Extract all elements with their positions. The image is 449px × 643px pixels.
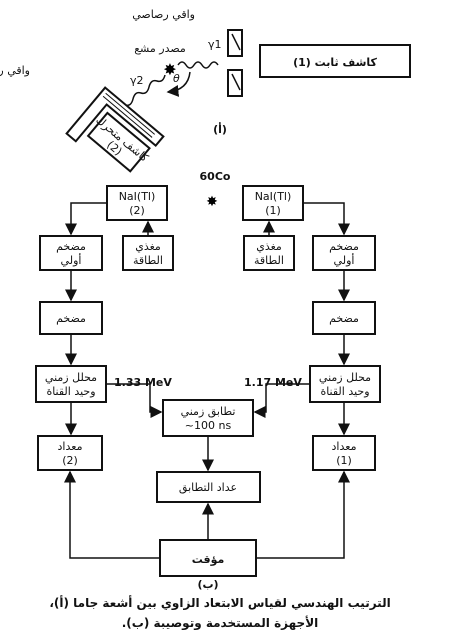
source-label: مصدر مشع bbox=[134, 42, 186, 55]
gamma2-wave bbox=[124, 74, 166, 107]
fixed-detector-label: كاشف ثابت (1) bbox=[293, 56, 377, 69]
theta-arc bbox=[166, 71, 191, 97]
counter-1 bbox=[312, 435, 376, 471]
collimator-bottom bbox=[227, 69, 243, 97]
counter-2-number: (2) bbox=[62, 454, 78, 467]
nai-detector-1-number: (1) bbox=[265, 204, 281, 217]
amplifier-1 bbox=[312, 301, 376, 335]
coincidence-window: ~100 ns bbox=[185, 419, 232, 432]
gamma2-label: γ2 bbox=[130, 74, 144, 87]
amplifier-1-label: مضخم bbox=[329, 312, 359, 325]
sca-2-label: محلل زمني bbox=[45, 371, 97, 384]
sca-2-label-2: وحيد القناة bbox=[46, 385, 95, 398]
gamma1-label: γ1 bbox=[208, 38, 222, 51]
coincidence-counter bbox=[156, 471, 261, 503]
moving-detector bbox=[86, 111, 151, 173]
part-b-label: (ب) bbox=[197, 578, 218, 591]
gamma1-wave bbox=[177, 61, 219, 69]
part-a-label: (أ) bbox=[213, 122, 227, 136]
caption-line-2: الأجهزة المستخدمة وتوصيبة (ب). bbox=[121, 616, 319, 630]
moving-shield bbox=[65, 86, 165, 148]
power-supply-1-label: مغذي bbox=[256, 240, 282, 253]
preamplifier-1-label-2: أولي bbox=[334, 253, 355, 267]
sca-1 bbox=[309, 365, 381, 403]
coincidence-label: تطابق زمني bbox=[181, 405, 236, 419]
nai-detector-2-label: NaI(Tl) bbox=[119, 190, 156, 203]
energy-right-label: 1.17 MeV bbox=[244, 376, 302, 389]
counter-1-label: معداد bbox=[332, 440, 357, 453]
block-diagram: 60Co ✸ NaI(Tl) (2) NaI(Tl) (1) مضخم أولي… bbox=[35, 170, 381, 591]
coincidence-unit bbox=[162, 399, 254, 437]
nai-detector-1 bbox=[242, 185, 304, 221]
preamplifier-1-label: مضخم bbox=[329, 240, 359, 253]
nai-detector-1-label: NaI(Tl) bbox=[255, 190, 292, 203]
sca-1-label: محلل زمني bbox=[319, 371, 371, 384]
cobalt-source-icon: ✸ bbox=[206, 194, 218, 210]
counter-2 bbox=[37, 435, 103, 471]
moving-detector-assembly: كاشف متحرك (2) bbox=[65, 86, 165, 173]
signal-arrows bbox=[64, 202, 350, 559]
preamplifier-2-label-2: أولي bbox=[61, 253, 82, 267]
counter-2-label: معداد bbox=[58, 440, 83, 453]
nai-detector-2-number: (2) bbox=[129, 204, 145, 217]
preamplifier-2-label: مضخم bbox=[56, 240, 86, 253]
amplifier-2-label: مضخم bbox=[56, 312, 86, 325]
energy-left-label: 1.33 MeV bbox=[114, 376, 172, 389]
power-supply-2-label-2: الطاقة bbox=[133, 254, 163, 267]
lead-shield-top-label: واقي رصاصي bbox=[132, 8, 195, 21]
lead-shield-left-label: واقي رصاصي bbox=[0, 64, 30, 77]
timer-label: مؤقت bbox=[192, 553, 225, 566]
collimator-top bbox=[227, 29, 243, 57]
setup-geometry: واقي رصاصي كاشف ثابت (1) ✸ مصدر مشع γ1 γ… bbox=[0, 8, 411, 173]
power-supply-2-label: مغذي bbox=[135, 240, 161, 253]
nai-detector-2 bbox=[106, 185, 168, 221]
fixed-detector bbox=[259, 44, 411, 78]
theta-label: θ bbox=[173, 72, 180, 85]
power-supply-1-label-2: الطاقة bbox=[254, 254, 284, 267]
counter-1-number: (1) bbox=[336, 454, 352, 467]
preamplifier-1 bbox=[312, 235, 376, 271]
preamplifier-2 bbox=[39, 235, 103, 271]
power-supply-2 bbox=[122, 235, 174, 271]
sca-1-label-2: وحيد القناة bbox=[320, 385, 369, 398]
coincidence-counter-label: عداد التطابق bbox=[179, 481, 237, 495]
caption-line-1: الترتيب الهندسي لقياس الابتعاد الزاوي بي… bbox=[49, 596, 391, 610]
source-star-icon: ✸ bbox=[163, 60, 176, 79]
source-isotope-label: 60Co bbox=[200, 170, 231, 183]
